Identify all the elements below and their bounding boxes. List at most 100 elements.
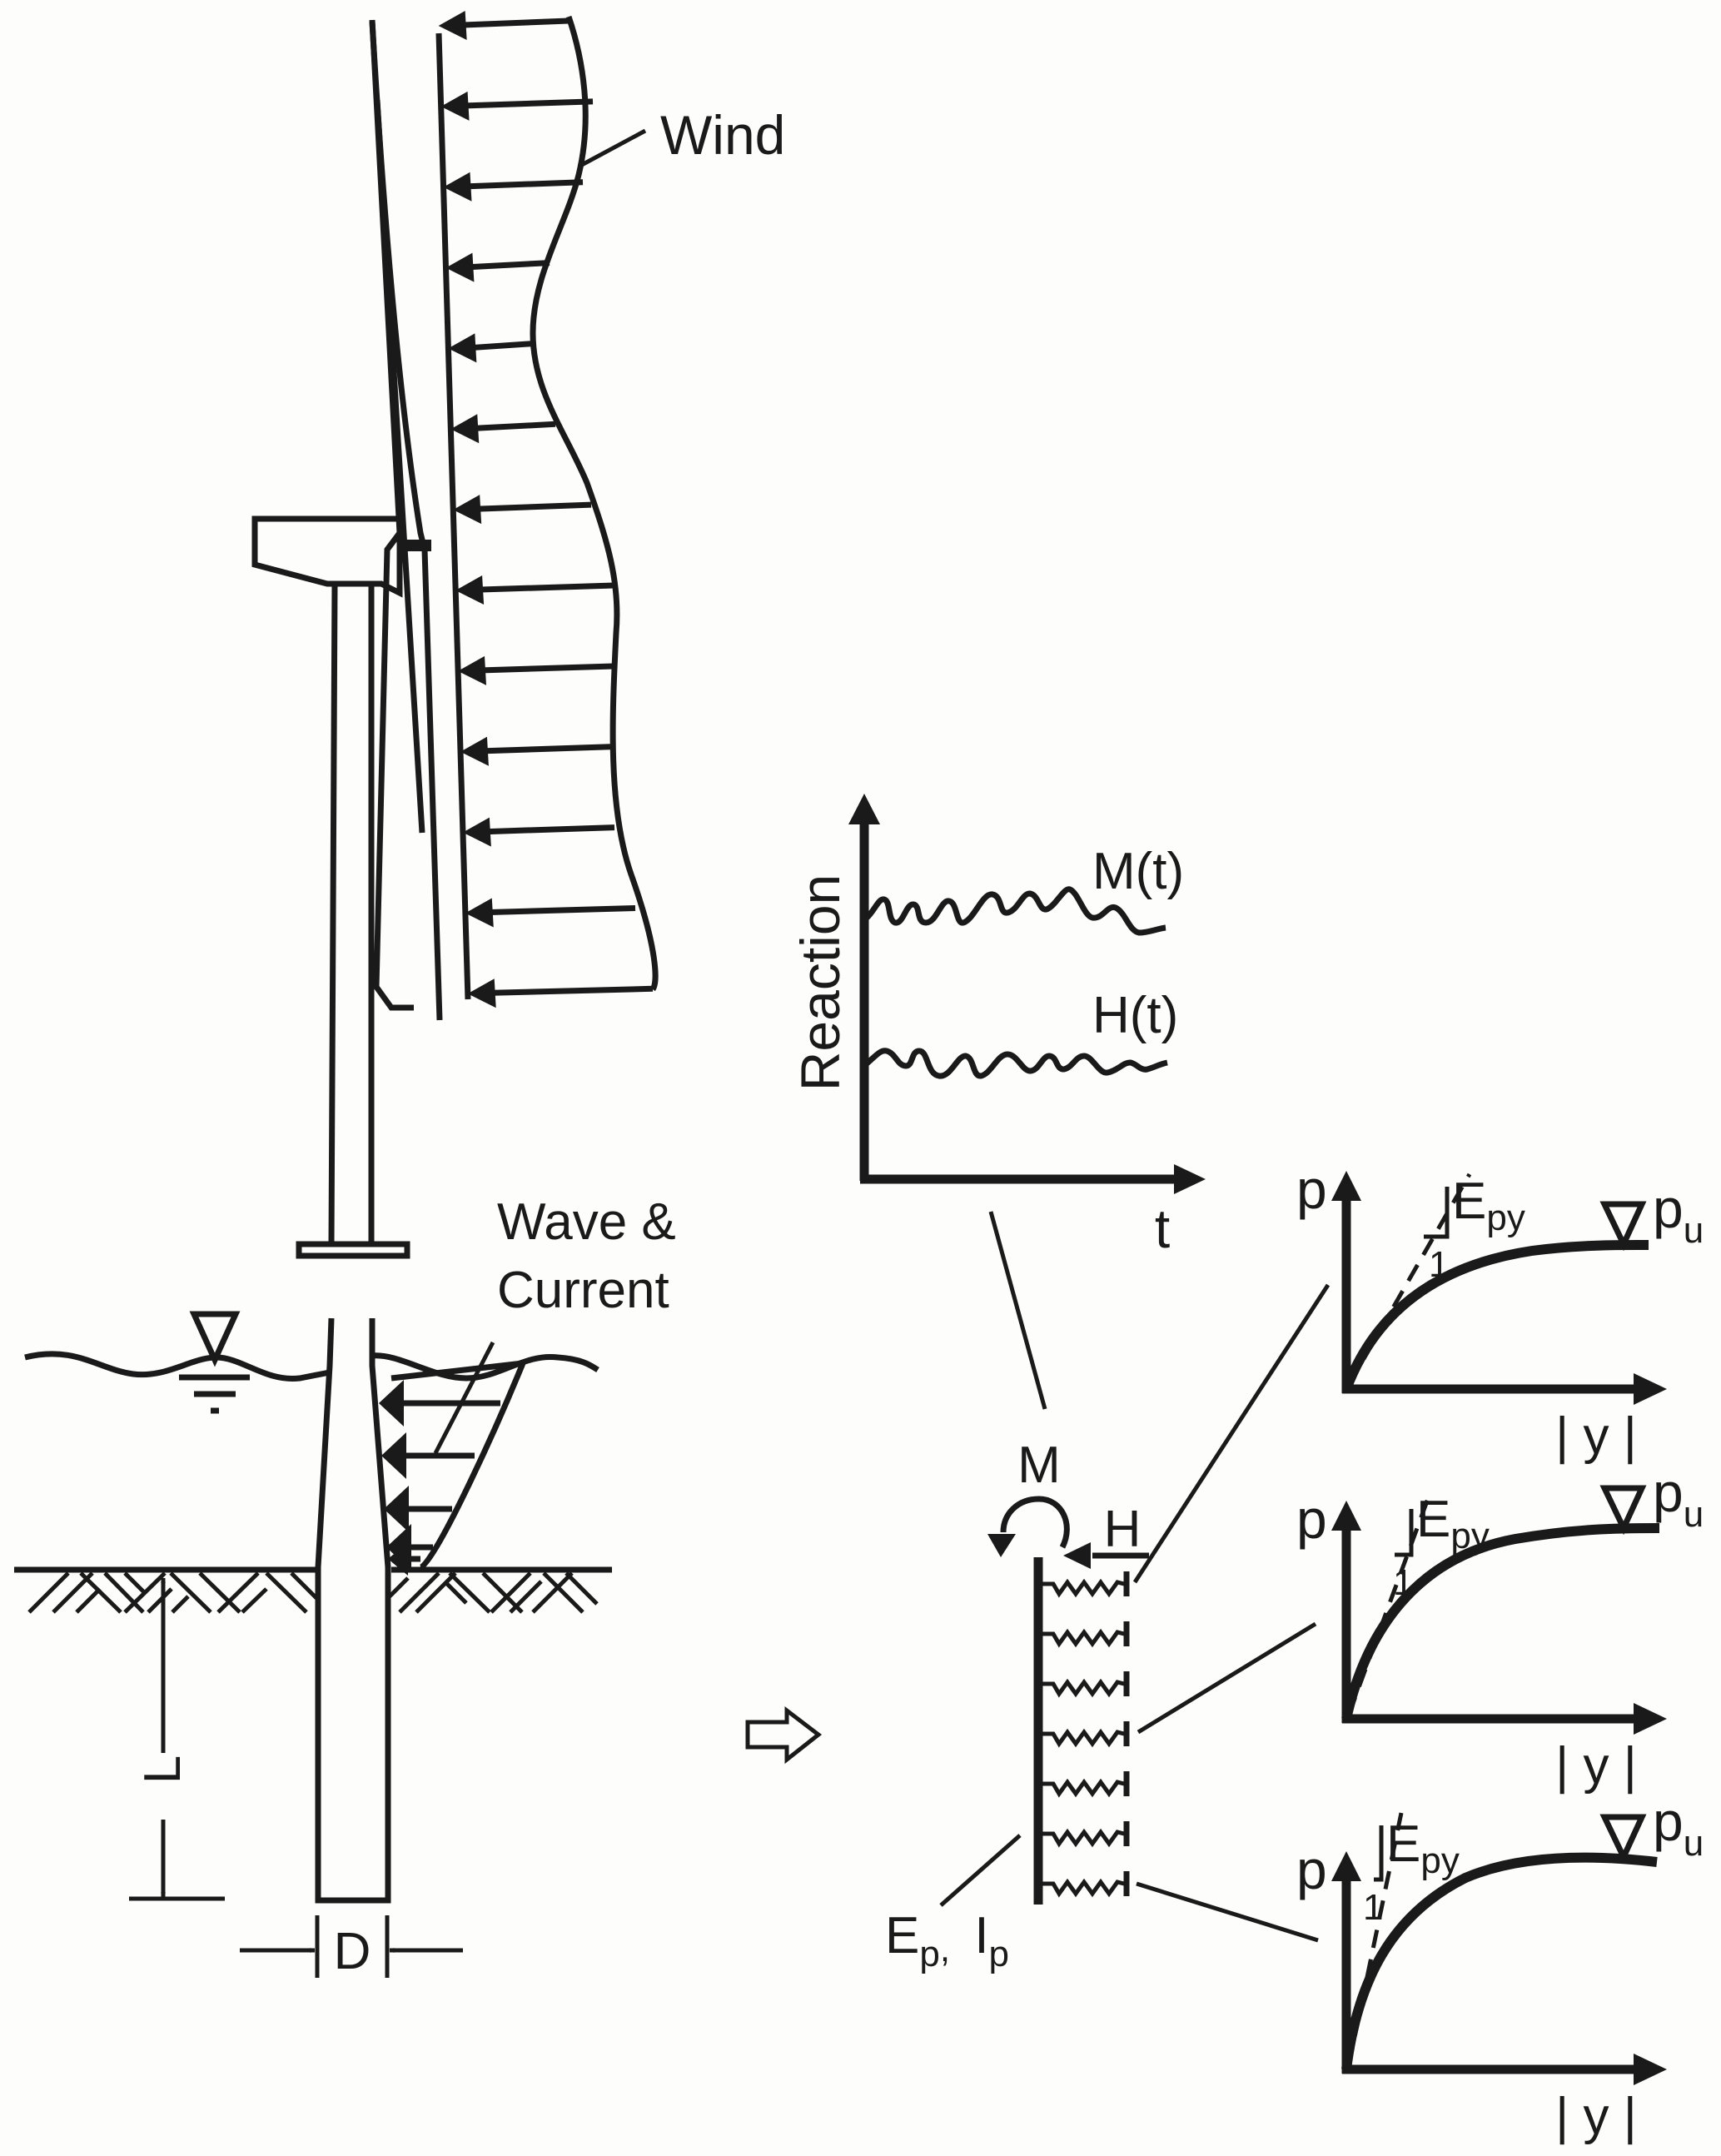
epy-main: E: [1416, 1491, 1450, 1548]
series-h-line: [863, 1048, 1168, 1079]
hatch-line: [198, 1571, 241, 1614]
hatch-line: [542, 1571, 584, 1614]
soil-spring: [1042, 1721, 1130, 1748]
stiffness-sep: ,: [940, 1929, 950, 1969]
slope-triangle: [1374, 1825, 1384, 1882]
epy-sub: py: [1420, 1840, 1459, 1881]
initial-stiffness-label: Epy: [1386, 1815, 1460, 1881]
ultimate-resistance-triangle-icon: [1599, 1814, 1647, 1865]
pu-sub: u: [1684, 1823, 1704, 1864]
slope-triangle: [1395, 1509, 1414, 1557]
ultimate-resistance-triangle-icon: [1599, 1201, 1647, 1252]
wind-arrow: [460, 736, 611, 766]
hatch-line: [531, 1571, 574, 1614]
py-leader-2: [1137, 1621, 1317, 1735]
py-curve: [1341, 1852, 1658, 2070]
hatch-line: [123, 1571, 147, 1595]
horizontal-load-label: H: [1104, 1501, 1142, 1558]
epy-main: E: [1386, 1815, 1420, 1873]
py-xlabel: | y |: [1555, 1737, 1637, 1795]
moment-arrowhead: [987, 1534, 1016, 1557]
py-ylabel: p: [1296, 1488, 1327, 1550]
wind-arrow: [462, 817, 615, 847]
hatch-line: [169, 1571, 212, 1614]
sea: Wave & Current: [24, 1193, 676, 1576]
ultimate-resistance-label: pu: [1653, 1461, 1704, 1535]
seabed-hatching: [27, 1571, 599, 1614]
reaction-ylabel: Reaction: [789, 874, 851, 1092]
py-xlabel: | y |: [1555, 1407, 1637, 1465]
hatch-line: [265, 1571, 308, 1614]
hatch-line: [290, 1571, 318, 1600]
wind-label: Wind: [660, 104, 785, 166]
wave-arrow: [381, 1432, 475, 1479]
wave-arrow: [379, 1380, 500, 1427]
stiffness-e: E: [885, 1907, 919, 1964]
hatch-line: [448, 1571, 491, 1614]
chart-to-pile-leader: [988, 1211, 1047, 1410]
py-ylabel: p: [1296, 1158, 1327, 1220]
py-x-axis-arrowhead: [1634, 1703, 1667, 1735]
unit-slope-label: 1: [1393, 1562, 1413, 1603]
hatch-line: [75, 1587, 102, 1614]
pu-sub: u: [1684, 1494, 1704, 1535]
wind-arrow: [448, 333, 536, 363]
hatch-line: [241, 1587, 268, 1614]
transition-piece: [296, 1241, 410, 1259]
hatch-line: [398, 1571, 440, 1614]
inertia-i: I: [974, 1907, 988, 1964]
label-gap: [960, 1907, 974, 1964]
seabed: [14, 1566, 612, 1614]
wind-arrow: [445, 252, 550, 282]
water-surface-left: [24, 1351, 331, 1382]
wind-arrow: [438, 11, 570, 40]
hatch-line: [509, 1580, 543, 1614]
inertia-sub: p: [989, 1934, 1009, 1974]
py-ylabel: p: [1296, 1839, 1327, 1900]
hatch-line: [123, 1571, 167, 1614]
wind-arrow: [440, 91, 594, 121]
series-m-line: [863, 886, 1166, 936]
wind-base-line: [435, 32, 471, 1000]
hub: [398, 540, 431, 551]
reaction-x-axis-arrowhead: [1174, 1164, 1206, 1194]
ultimate-resistance-label: pu: [1653, 1178, 1704, 1251]
hatch-line: [79, 1571, 122, 1614]
wind-turbine: [251, 19, 443, 1904]
hatch-line: [490, 1571, 532, 1614]
hatch-line: [216, 1571, 260, 1614]
unit-slope-label: 1: [1363, 1887, 1383, 1928]
soil-spring: [1042, 1771, 1130, 1798]
embedment-label: L: [134, 1755, 191, 1784]
pu-sub: u: [1684, 1210, 1704, 1251]
py-leader-3: [1136, 1881, 1319, 1943]
moment-arrow-icon: [1000, 1496, 1070, 1549]
diameter-label: D: [334, 1923, 371, 1980]
wind-profile-curve: [530, 15, 659, 992]
wave-arrows: [379, 1380, 500, 1576]
unit-slope-label: 1: [1429, 1244, 1449, 1285]
hatch-line: [27, 1571, 70, 1614]
series-m-label: M(t): [1092, 843, 1184, 900]
hatch-line: [565, 1571, 599, 1606]
water-surface-right: [371, 1352, 599, 1382]
hatch-line: [388, 1576, 410, 1598]
hatch-line: [147, 1587, 173, 1614]
soil-spring: [1042, 1621, 1130, 1648]
reaction-chart: Reaction t M(t) H(t): [789, 794, 1206, 1410]
rotor-blade-outline: [369, 21, 443, 1021]
py-y-axis-arrowhead: [1331, 1851, 1361, 1881]
initial-stiffness-label: Epy: [1452, 1173, 1525, 1238]
water-level-ticks: [179, 1374, 250, 1414]
dimensions: L D: [129, 1577, 463, 1980]
py-y-axis-arrowhead: [1331, 1501, 1361, 1531]
py-curve: [1341, 1523, 1660, 1720]
py-leader-1: [1132, 1283, 1331, 1584]
epy-main: E: [1452, 1173, 1486, 1230]
series-h-label: H(t): [1092, 987, 1178, 1044]
